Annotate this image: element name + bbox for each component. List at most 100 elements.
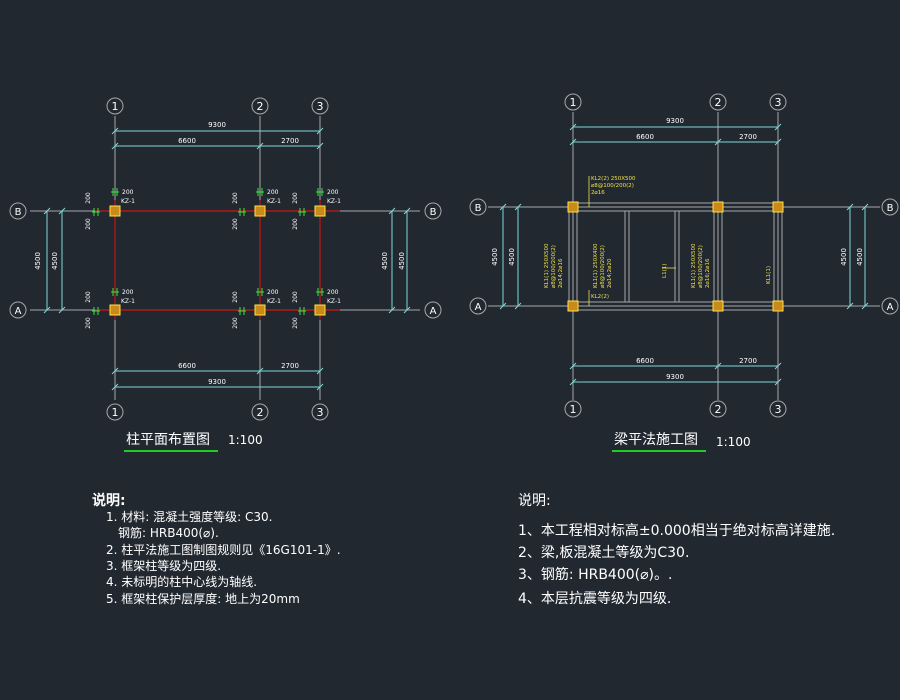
- notes-right-line-1: 1、本工程相对标高±0.000相当于绝对标高详建施.: [518, 523, 836, 539]
- beam-tag-kl2-2: ⌀8@100/200(2): [591, 183, 634, 189]
- notes-left-heading: 说明:: [92, 493, 126, 509]
- beam-plan-axis-2-bottom: 2: [715, 403, 722, 416]
- beam-plan-annotations: KL2(2) 250X500 ⌀8@100/200(2) 2⌀16 KL2(2)…: [544, 176, 772, 306]
- column-plan-dim-bottom-seg2: 2700: [281, 362, 299, 370]
- beam-plan-dim-top-seg2: 2700: [739, 133, 757, 141]
- notes-right-line-4: 4、本层抗震等级为四级.: [518, 591, 672, 607]
- column-plan-dims-right: [388, 207, 411, 314]
- column-plan-axis-2-top: 2: [257, 100, 264, 113]
- beam-tag-kl2-3: 2⌀16: [591, 190, 605, 196]
- notes-left-line-3: 2. 柱平法施工图制图规则见《16G101-1》.: [106, 543, 341, 557]
- column-plan-tags: KZ-1 KZ-1 KZ-1 KZ-1 KZ-1 KZ-1: [121, 198, 341, 305]
- beam-tag-kl2-bottom: KL2(2): [591, 294, 609, 300]
- beam-tag-kl2-1: KL2(2) 250X500: [591, 176, 636, 182]
- col-tag-a1: KZ-1: [121, 298, 135, 305]
- column-plan-axis-3-bottom: 3: [317, 406, 324, 419]
- beam-plan-dim-bottom-seg1: 6600: [636, 357, 654, 365]
- column-plan-columns: [109, 205, 326, 316]
- column-plan-dim-right-outer: 4500: [381, 252, 389, 270]
- col-offset-v-b1: 200: [85, 192, 92, 204]
- beam-plan-dim-right-inner: 4500: [856, 248, 864, 266]
- col-offset-b2: 200: [267, 189, 279, 196]
- beam-plan-axis-bubbles: [469, 93, 899, 418]
- col-offset-v-a1: 200: [85, 291, 92, 303]
- column-plan-axis-b-right: B: [430, 207, 437, 218]
- column-plan-dims-bottom: [111, 367, 324, 391]
- column-plan-offset-labels: 200 200 200 200 200 200 200 200 200 200 …: [85, 189, 339, 329]
- beam-plan-title: 梁平法施工图: [614, 432, 698, 448]
- column-plan-dims-top: [111, 127, 324, 150]
- col-tag-b1: KZ-1: [121, 198, 135, 205]
- beam-plan-axis-a-right: A: [887, 302, 894, 313]
- beam-plan-dim-left-inner: 4500: [508, 248, 516, 266]
- col-offset-b1: 200: [122, 189, 134, 196]
- beam-plan-axis-b-right: B: [887, 203, 894, 214]
- column-plan-axis-bubbles: [9, 97, 442, 421]
- beam-plan-axis-3-bottom: 3: [775, 403, 782, 416]
- column-plan-dim-left-outer: 4500: [34, 252, 42, 270]
- column-plan-dims-left: [43, 207, 66, 314]
- beam-plan-dims-top: [569, 123, 782, 146]
- col-offset-v2-a1: 200: [85, 317, 92, 329]
- notes-left-line-4: 3. 框架柱等级为四级.: [106, 559, 222, 573]
- col-offset-v2-b2: 200: [232, 218, 239, 230]
- col-offset-v2-a3: 200: [292, 317, 299, 329]
- column-plan-dim-bottom-seg1: 6600: [178, 362, 196, 370]
- column-plan-axis-lines: [30, 116, 420, 400]
- beam-plan-axis-3-top: 3: [775, 96, 782, 109]
- beam-plan-axis-b-left: B: [475, 203, 482, 214]
- notes-left-line-2: 钢筋: HRB400(⌀).: [118, 526, 219, 540]
- col-offset-v2-b1: 200: [85, 218, 92, 230]
- beam-plan-scale: 1:100: [716, 435, 751, 449]
- column-plan-dim-top-seg2: 2700: [281, 137, 299, 145]
- beam-plan-axis-lines: [488, 112, 880, 400]
- beam-plan-dim-left-outer: 4500: [491, 248, 499, 266]
- col-offset-a1: 200: [122, 289, 134, 296]
- notes-left-line-5: 4. 未标明的柱中心线为轴线.: [106, 575, 258, 589]
- beam-plan-dim-top-seg1: 6600: [636, 133, 654, 141]
- beam-plan-dims-bottom: [569, 362, 782, 386]
- column-plan-axis-1-bottom: 1: [112, 406, 119, 419]
- column-plan-axis-a-right: A: [430, 306, 437, 317]
- beam-tag-kl1-right-c: 2⌀16;2⌀16: [705, 258, 711, 288]
- col-tag-b2: KZ-1: [267, 198, 281, 205]
- notes-right-line-3: 3、钢筋: HRB400(⌀)。.: [518, 567, 673, 583]
- col-offset-a3: 200: [327, 289, 339, 296]
- col-tag-a2: KZ-1: [267, 298, 281, 305]
- beam-plan-dim-bottom-total: 9300: [666, 373, 684, 381]
- col-offset-a2: 200: [267, 289, 279, 296]
- beam-tag-kl1-right-a: KL1(1) 250X500: [691, 243, 697, 288]
- column-plan-section-marks: [92, 188, 324, 315]
- beam-plan-dim-right-outer: 4500: [840, 248, 848, 266]
- col-tag-b3: KZ-1: [327, 198, 341, 205]
- column-plan: 9300 6600 2700 6600 2700 9300 4500 4500: [9, 97, 442, 452]
- col-offset-v-b2: 200: [232, 192, 239, 204]
- beam-plan-axis-1-bottom: 1: [570, 403, 577, 416]
- beam-plan-columns: [567, 201, 784, 312]
- beam-tag-kl1-mid-a: KL1(1) 250X400: [593, 243, 599, 288]
- notes-right-line-2: 2、梁,板混凝土等级为C30.: [518, 545, 690, 561]
- beam-plan-dims-side: [499, 203, 869, 310]
- beam-tag-kl1-left-c: 2⌀14;2⌀16: [558, 258, 564, 288]
- column-plan-dim-right-inner: 4500: [398, 252, 406, 270]
- col-offset-b3: 200: [327, 189, 339, 196]
- beam-plan-dim-bottom-seg2: 2700: [739, 357, 757, 365]
- column-plan-axis-b-left: B: [15, 207, 22, 218]
- notes-left-line-6: 5. 框架柱保护层厚度: 地上为20mm: [106, 592, 300, 606]
- col-offset-v-b3: 200: [292, 192, 299, 204]
- column-plan-axis-1-top: 1: [112, 100, 119, 113]
- beam-tag-kl1-left-b: ⌀8@100/200(2): [551, 245, 557, 288]
- notes-right-heading: 说明:: [518, 493, 551, 509]
- beam-tag-l1: L1(1): [662, 264, 668, 278]
- column-plan-dim-top-seg1: 6600: [178, 137, 196, 145]
- column-plan-axis-a-left: A: [15, 306, 22, 317]
- column-plan-dim-bottom-total: 9300: [208, 378, 226, 386]
- column-plan-dim-top-total: 9300: [208, 121, 226, 129]
- beam-tag-kl1-mid-b: ⌀8@100/200(2): [600, 245, 606, 288]
- beam-plan-axis-a-left: A: [475, 302, 482, 313]
- column-plan-axis-2-bottom: 2: [257, 406, 264, 419]
- beam-tag-kl1-left-a: KL1(1) 250X500: [544, 243, 550, 288]
- column-plan-dim-left-inner: 4500: [51, 252, 59, 270]
- beam-plan-axis-2-top: 2: [715, 96, 722, 109]
- col-offset-v2-a2: 200: [232, 317, 239, 329]
